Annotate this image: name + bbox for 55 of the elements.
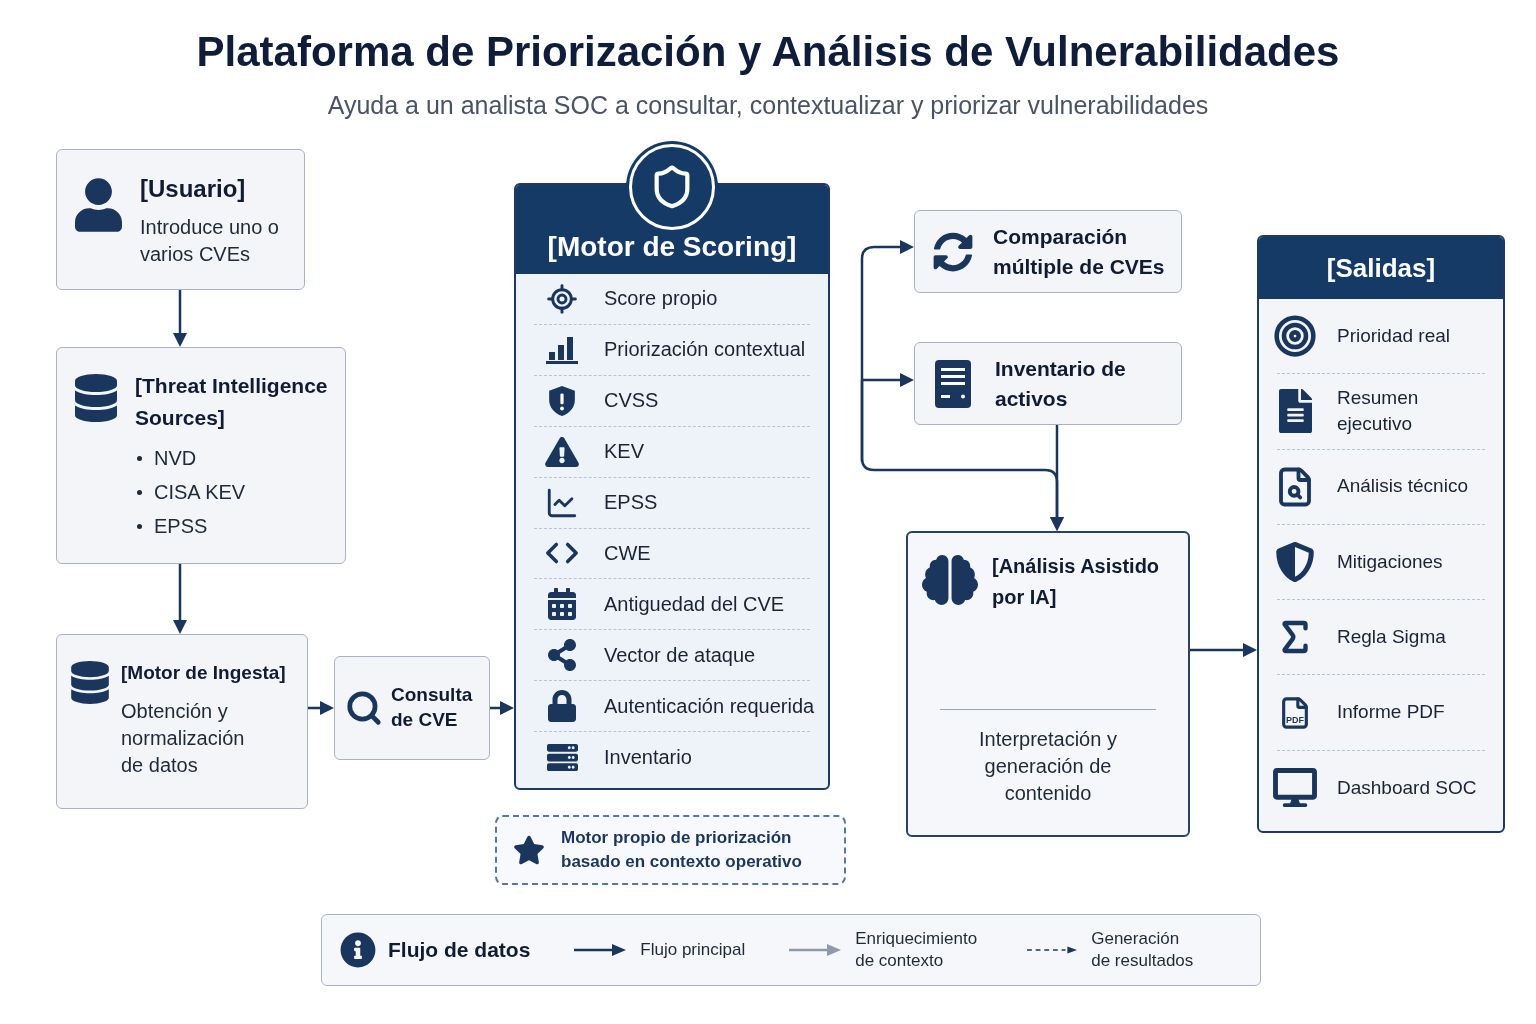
- process-box: [914, 342, 1182, 425]
- list-item: Score propio: [604, 286, 719, 312]
- legend-label: Flujo principal: [640, 938, 746, 961]
- list-item: Vector de ataque: [604, 642, 757, 668]
- node-text: Introduce uno o varios CVEs: [140, 215, 280, 267]
- list-item: Mitigaciones: [1337, 549, 1444, 574]
- arrow: [490, 701, 514, 715]
- arrow: [173, 290, 187, 347]
- user-card: [56, 149, 305, 290]
- node-title: Consulta de CVE: [391, 683, 474, 732]
- arrow: [862, 373, 914, 387]
- list-item: Informe PDF: [1337, 700, 1446, 725]
- process-box: [334, 656, 490, 760]
- list-item: Dashboard SOC: [1337, 775, 1478, 800]
- list-item: Regla Sigma: [1337, 624, 1447, 649]
- list-item: Inventario: [604, 744, 693, 770]
- node-title: Inventario de activos: [995, 356, 1127, 412]
- list-item: EPSS: [604, 490, 659, 516]
- list-panel: [1257, 235, 1505, 833]
- node-text: Obtención y normalización de datos: [121, 698, 246, 778]
- list-item: Análisis técnico: [1337, 474, 1469, 499]
- node-title: [Threat Intelligence Sources]: [135, 373, 329, 431]
- arrow: [173, 564, 187, 634]
- legend-label: Generación de resultados: [1091, 927, 1195, 972]
- panel-title: [Salidas]: [1326, 251, 1436, 285]
- node-title: [Usuario]: [140, 174, 247, 204]
- title: Plataforma de Priorización y Análisis de Vulnerabilidades: [196, 27, 1340, 77]
- legend-label: Enriquecimiento de contexto: [855, 927, 979, 972]
- node-title: Comparación múltiple de CVEs: [993, 224, 1166, 280]
- source-card: [56, 347, 346, 564]
- node-title: [Análisis Asistido por IA]: [992, 554, 1161, 610]
- process-card: [906, 531, 1190, 837]
- list-item: Prioridad real: [1337, 323, 1451, 348]
- list-item: EPSS: [154, 514, 208, 539]
- process-card: [56, 634, 308, 809]
- list-item: KEV: [604, 439, 646, 465]
- list-item: CISA KEV: [154, 480, 246, 505]
- arrow: [1190, 643, 1257, 657]
- panel-title: [Motor de Scoring]: [547, 230, 797, 264]
- node-text: Interpretación y generación de contenido: [978, 727, 1118, 806]
- legend-title: Flujo de datos: [388, 937, 531, 964]
- arrow: [1050, 425, 1064, 531]
- list-item: Resumen ejecutivo: [1337, 385, 1420, 437]
- process-box: [914, 210, 1182, 293]
- subtitle: Ayuda a un analista SOC a consultar, contextualizar y priorizar vulnerabilidades: [327, 90, 1209, 121]
- note-box: [495, 815, 846, 885]
- list-item: NVD: [154, 446, 197, 471]
- list-item: CVSS: [604, 388, 660, 414]
- node-title: Motor propio de priorización basado en contexto operativo: [561, 827, 803, 873]
- list-item: CWE: [604, 541, 652, 566]
- list-item: Antiguedad del CVE: [604, 591, 786, 617]
- list-item: Autenticación requerida: [604, 693, 816, 719]
- node-title: [Motor de Ingesta]: [121, 661, 287, 685]
- arrow: [308, 701, 334, 715]
- list-item: Priorización contextual: [604, 337, 807, 363]
